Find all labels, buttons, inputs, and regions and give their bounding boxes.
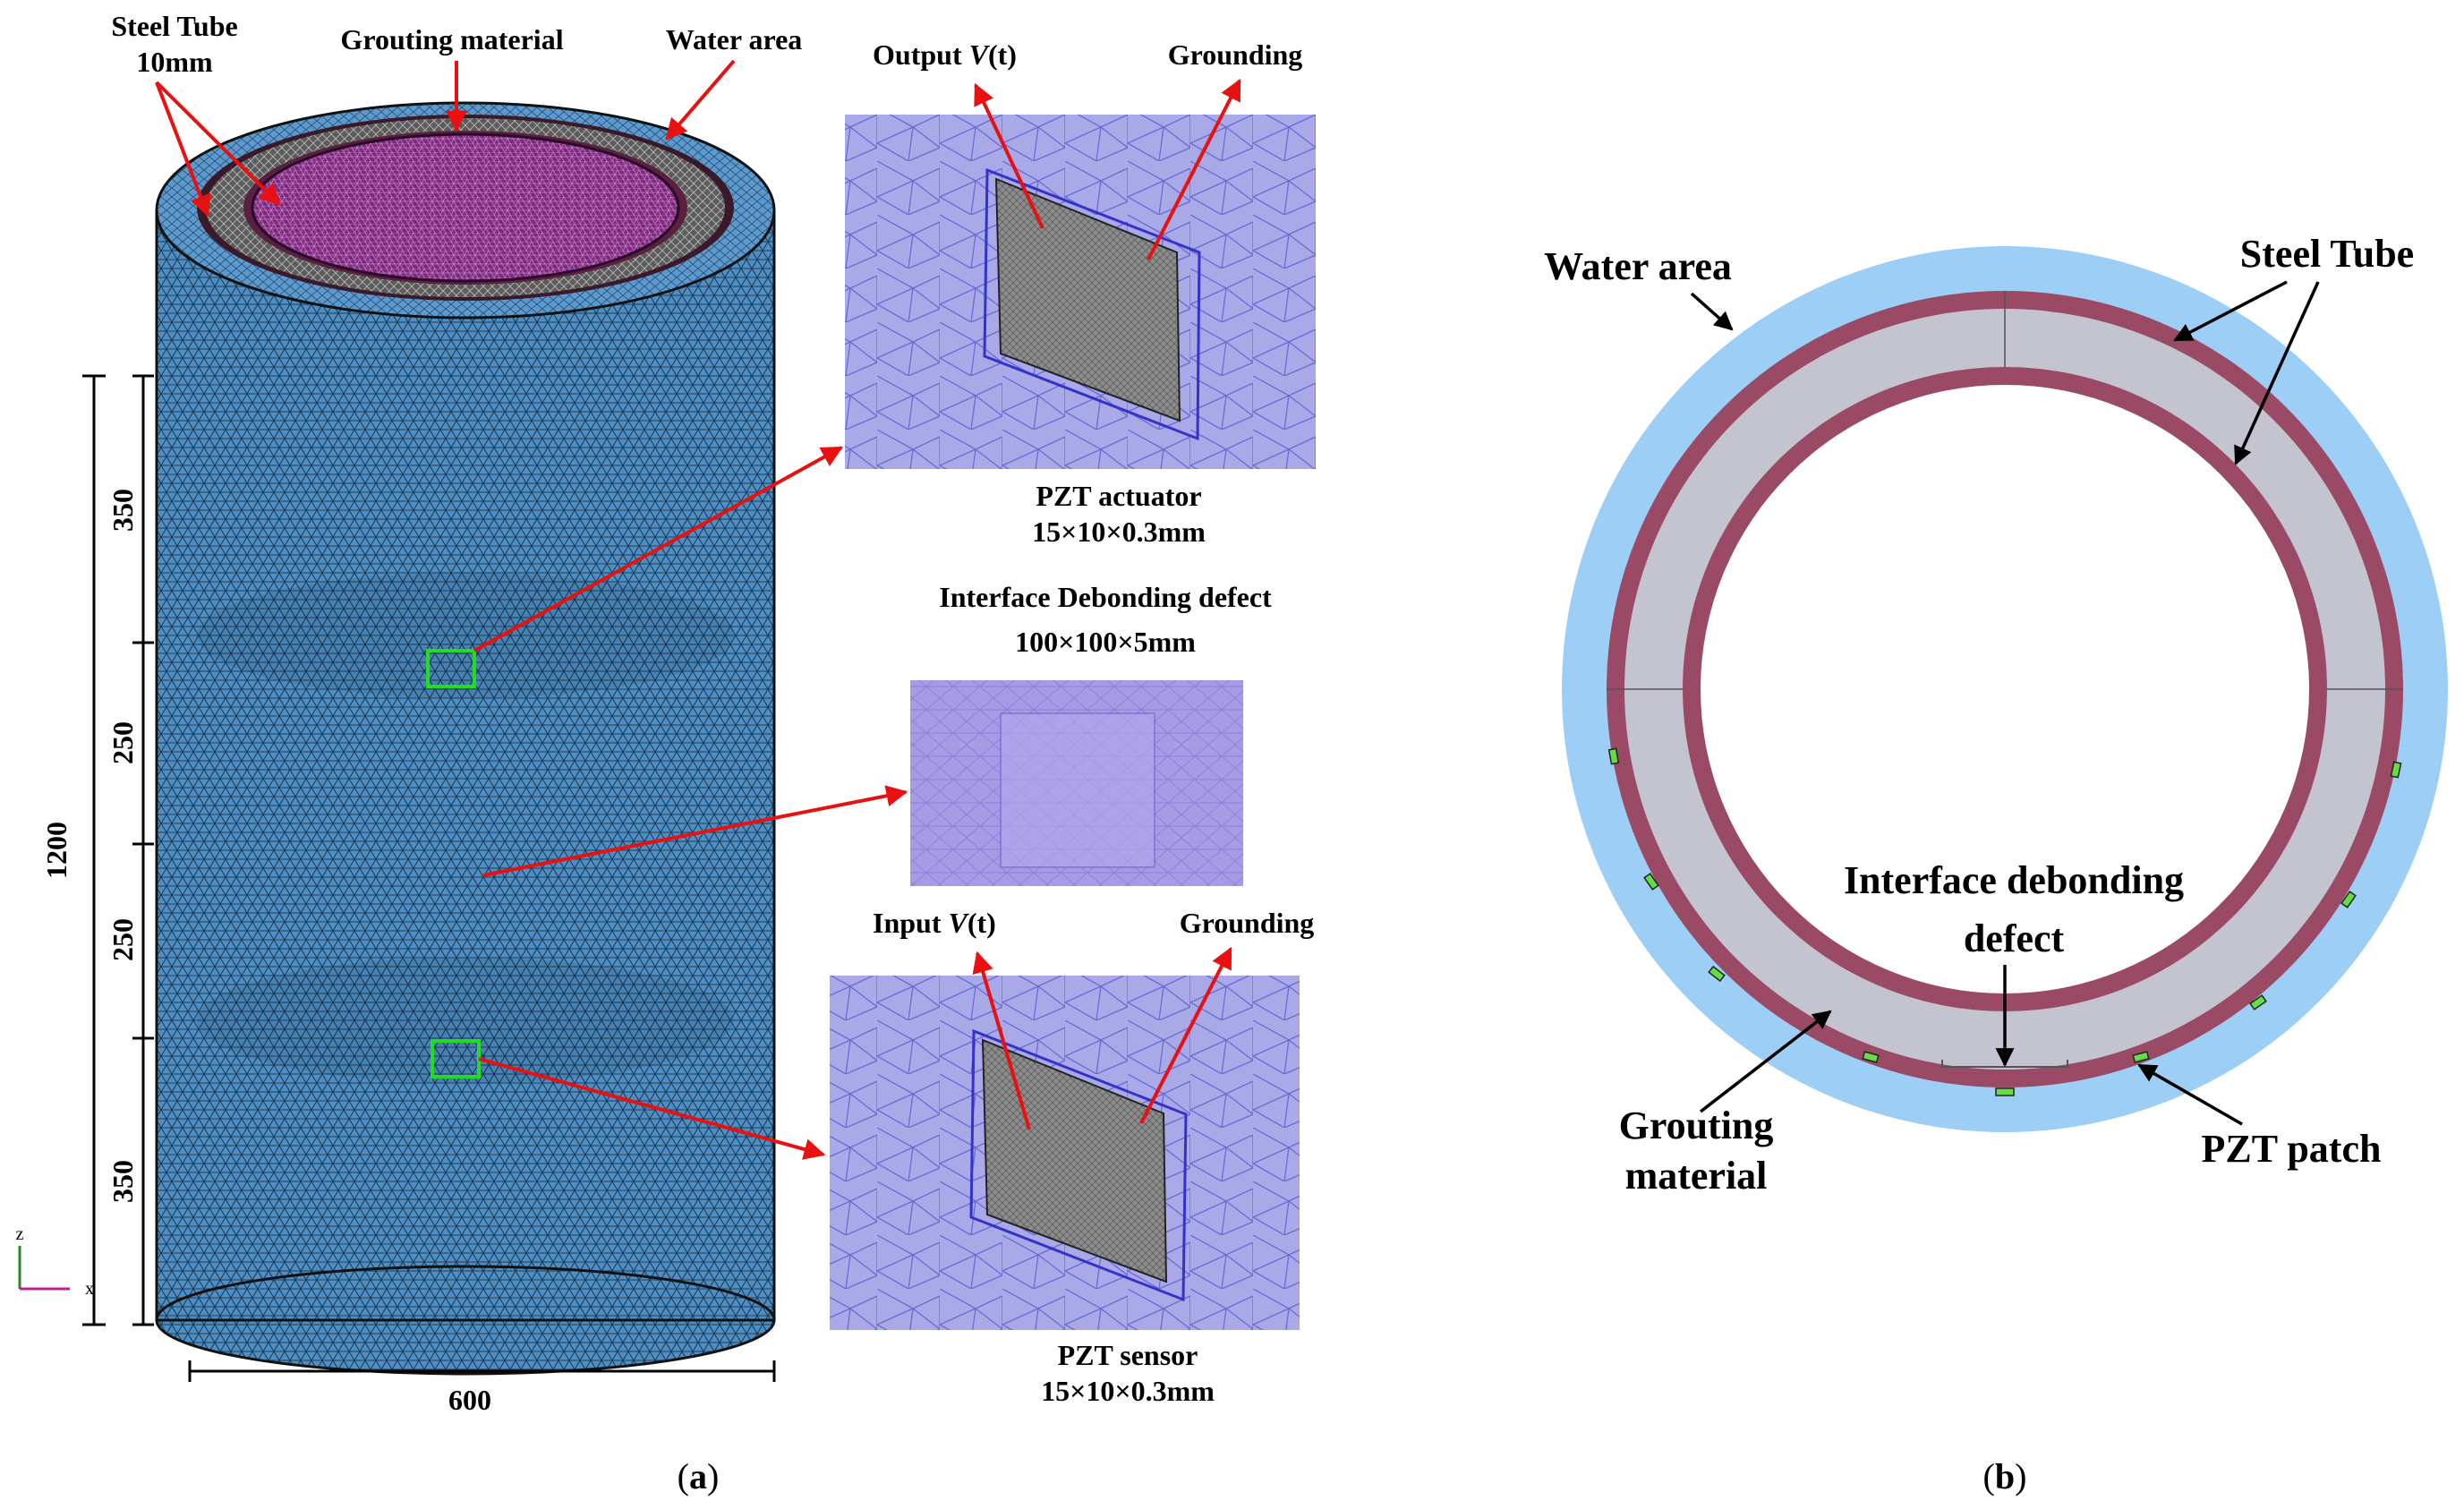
dim-width: 600 — [448, 1384, 491, 1416]
axis-x-label: x — [85, 1279, 94, 1299]
actuator-location-marker — [426, 649, 476, 688]
label-pzt-sensor: PZT sensor — [1058, 1339, 1198, 1371]
dim-total-height: 1200 — [40, 822, 72, 879]
cylinder-model — [155, 101, 776, 1376]
label-pzt-actuator-dims: 15×10×0.3mm — [1032, 516, 1206, 548]
label-water-area-a: Water area — [666, 23, 803, 55]
actuator-zoom-view — [845, 115, 1316, 469]
label-pzt-sensor-dims: 15×10×0.3mm — [1041, 1375, 1215, 1407]
arrow-steel-inner-b — [2234, 281, 2320, 465]
arrow-grounding-top — [1147, 78, 1241, 260]
label-steel-tube-b: Steel Tube — [2240, 232, 2414, 276]
section-lines — [1607, 291, 2403, 690]
label-grouting-b-line1: Grouting — [1619, 1104, 1774, 1147]
arrow-grounding-bottom — [1139, 946, 1232, 1124]
panel-b: Water area Steel Tube Interface debondin… — [1544, 232, 2448, 1496]
arrow-to-defect-zoom — [482, 785, 908, 877]
arrow-input — [972, 951, 1031, 1130]
label-output: Output V(t) — [873, 38, 1017, 71]
axis-triad: z x — [16, 1224, 94, 1299]
height-dimensions — [82, 374, 154, 1326]
label-grounding-top: Grounding — [1168, 38, 1303, 71]
label-grounding-bottom: Grounding — [1180, 907, 1315, 939]
label-water-area-b: Water area — [1544, 244, 1732, 288]
arrow-pzt-patch — [2137, 1063, 2243, 1126]
inner-void — [1701, 385, 2309, 993]
arrow-output — [974, 82, 1044, 229]
caption-a: (a) — [678, 1456, 720, 1496]
label-grouting-material: Grouting material — [340, 23, 563, 55]
label-defect-dims: 100×100×5mm — [1015, 626, 1196, 658]
sensor-zoom-view — [830, 976, 1300, 1330]
arrow-water-b — [1690, 292, 1734, 331]
dim-seg4: 350 — [107, 1160, 139, 1203]
arrow-water — [665, 59, 736, 141]
arrow-steel-outer-b — [2173, 280, 2288, 342]
label-pzt-actuator: PZT actuator — [1036, 480, 1201, 512]
dim-seg2: 250 — [107, 721, 139, 764]
arrow-to-sensor-zoom — [478, 1057, 826, 1160]
label-defect-title: Interface Debonding defect — [939, 581, 1272, 613]
dim-seg3: 250 — [107, 918, 139, 961]
label-defect-b-line2: defect — [1964, 916, 2065, 960]
arrow-grouting-b — [1699, 1010, 1832, 1113]
arrow-steel-outer — [155, 81, 211, 217]
arrow-to-actuator-zoom — [473, 446, 844, 652]
label-pzt-patch: PZT patch — [2202, 1127, 2382, 1171]
dim-seg1: 350 — [107, 489, 139, 532]
arrow-steel-inner — [155, 81, 281, 206]
label-grouting-b-line2: material — [1625, 1154, 1768, 1198]
pzt-patches — [1607, 747, 2402, 1096]
label-input: Input V(t) — [873, 907, 996, 939]
label-steel-tube: Steel Tube — [111, 10, 237, 42]
panel-a: Steel Tube 10mm Grouting material Water … — [16, 10, 1316, 1496]
axis-z-label: z — [16, 1224, 24, 1244]
width-dimension — [188, 1360, 776, 1382]
caption-b: (b) — [1983, 1456, 2027, 1496]
label-defect-b-line1: Interface debonding — [1844, 858, 2184, 902]
label-steel-tube-thickness: 10mm — [136, 46, 213, 78]
defect-zoom-view — [910, 680, 1243, 886]
